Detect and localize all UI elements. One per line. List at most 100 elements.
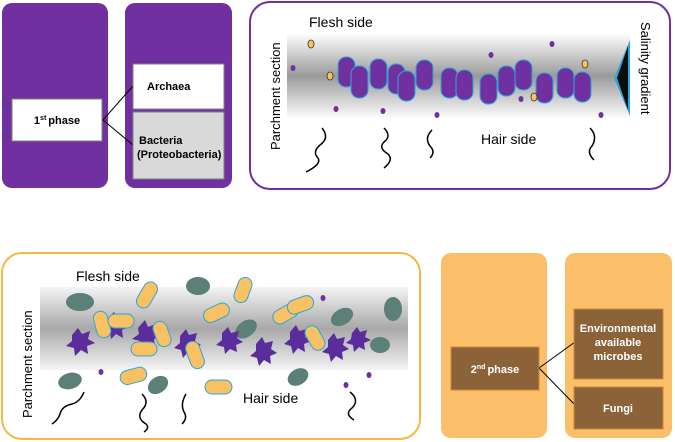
connector-line [102, 119, 134, 146]
hair-side-label: Hair side [481, 131, 536, 147]
yellow-rod [233, 276, 253, 304]
hair-side-label: Hair side [243, 390, 298, 406]
dot-cell [343, 382, 349, 388]
phase2-left-column [441, 253, 547, 438]
fungi-label: Fungi [603, 403, 633, 415]
hair-strand [588, 127, 596, 161]
teal-cell [58, 372, 82, 390]
rod-cell [455, 69, 474, 101]
dot-cell [549, 41, 555, 47]
phase2-box [450, 346, 540, 391]
rod-cell [350, 65, 369, 99]
environmental-label-line2: available [595, 337, 641, 349]
bacteria-sublabel: (Proteobacteria) [137, 149, 222, 161]
coccus-cell [307, 39, 315, 49]
teal-cell [370, 337, 390, 353]
connector-line [538, 367, 576, 406]
yellow-cocci [307, 39, 589, 102]
dot-cell [434, 112, 440, 118]
rod-cell [497, 65, 516, 97]
hair-strand [51, 391, 85, 425]
dot-cell [333, 106, 339, 112]
yellow-rod [185, 340, 205, 370]
section-label: Parchment section [268, 42, 283, 150]
star-cell [322, 333, 349, 362]
rod-cell [535, 72, 554, 104]
yellow-rod [119, 366, 148, 386]
phase2-section-panel: Flesh side Hair side Parchment section [1, 252, 421, 440]
star-cell [66, 328, 95, 356]
purple-dots [98, 295, 372, 388]
dot-cell [290, 65, 296, 71]
coccus-cell [326, 71, 334, 81]
coccus-cell [581, 59, 589, 69]
parchment-strip [40, 287, 408, 370]
rod-cell [440, 67, 459, 99]
dot-cell [98, 369, 104, 375]
flesh-side-label: Flesh side [76, 268, 140, 284]
dot-cell [380, 108, 386, 114]
yellow-rod [136, 281, 158, 309]
teal-cell [147, 375, 169, 395]
teal-cells [58, 277, 402, 395]
hair-strand [426, 129, 434, 159]
environmental-label-line3: microbes [594, 351, 643, 363]
star-cell [284, 325, 311, 354]
yellow-rod [203, 302, 230, 324]
teal-cell [66, 293, 94, 311]
yellow-rods [92, 276, 326, 395]
environmental-microbes-box [573, 308, 664, 380]
connector-line [102, 85, 134, 121]
hair-strand [305, 127, 327, 173]
rod-cell [415, 59, 434, 91]
coccus-cell [530, 92, 538, 102]
salinity-gradient-label: Salinity gradient [638, 22, 653, 115]
teal-cell [186, 277, 210, 295]
teal-cell [384, 297, 402, 321]
yellow-rod [130, 341, 158, 357]
yellow-rod [152, 320, 172, 348]
rod-cell [556, 67, 575, 99]
hair-strand [181, 393, 187, 425]
rod-cell [479, 73, 498, 105]
bacteria-label: Bacteria [139, 135, 183, 147]
environmental-label: Environmental [580, 323, 656, 335]
section-label: Parchment section [20, 310, 35, 418]
purple-dots [290, 41, 604, 118]
bacteria-box [132, 111, 225, 180]
star-cell [250, 337, 277, 366]
rod-cell [369, 58, 388, 90]
yellow-rod [286, 295, 315, 315]
archaea-box [132, 63, 225, 110]
teal-cell [330, 307, 354, 327]
phase1-left-column [2, 3, 108, 188]
teal-cell [235, 319, 257, 339]
archaea-rods [337, 56, 592, 105]
phase1-box [11, 98, 103, 142]
dot-cell [488, 52, 494, 58]
yellow-rod [304, 325, 326, 351]
yellow-rod [107, 313, 135, 329]
fungi-box [573, 386, 664, 430]
hairs [305, 127, 596, 173]
dot-cell [366, 372, 372, 378]
hair-strand [139, 393, 149, 433]
dot-cell [598, 112, 604, 118]
yellow-rod [204, 379, 233, 395]
hairs [51, 391, 357, 433]
dot-cell [320, 295, 326, 301]
star-cell [346, 327, 371, 352]
rod-cell [397, 70, 416, 102]
hair-strand [381, 127, 391, 169]
flesh-side-label: Flesh side [309, 14, 373, 30]
salinity-gradient-arrow-inner [617, 46, 628, 110]
archaea-label: Archaea [147, 81, 191, 93]
connector-line [538, 341, 576, 369]
rod-cell [514, 59, 533, 91]
dot-cell [518, 96, 524, 102]
hair-strand [347, 391, 357, 421]
